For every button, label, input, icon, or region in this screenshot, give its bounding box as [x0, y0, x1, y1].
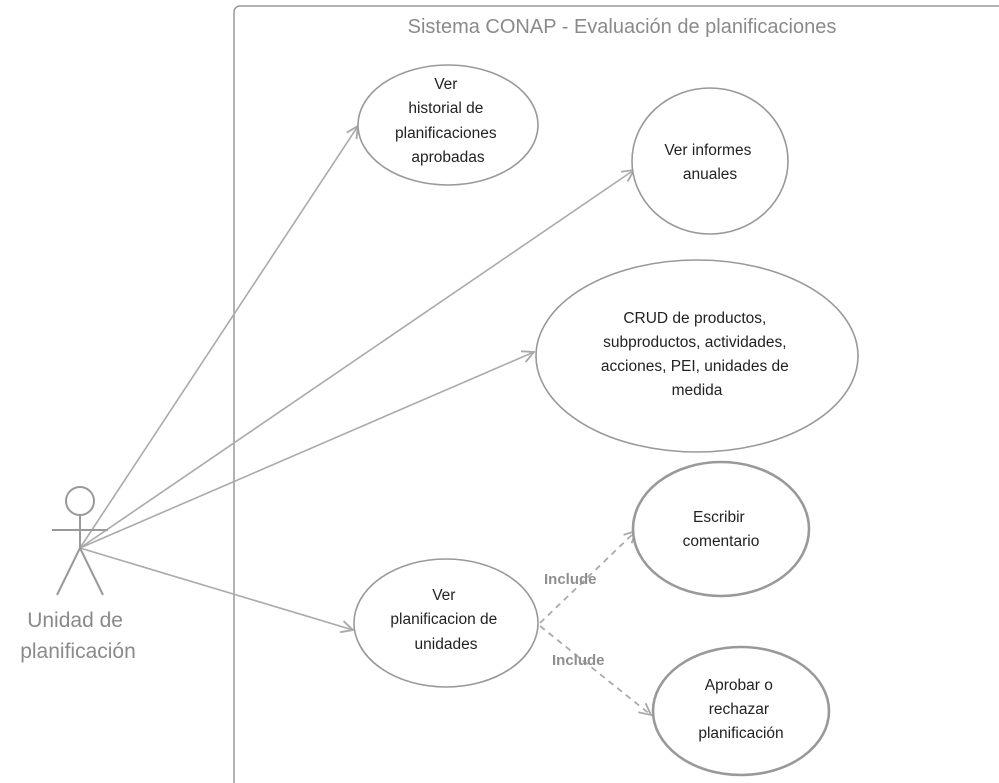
- use-case-historial[interactable]: Ver historial de planificaciones aprobad…: [357, 64, 539, 186]
- actor-left-leg: [56, 547, 81, 596]
- include-relations: [539, 531, 651, 715]
- association-informes: [79, 170, 634, 549]
- use-case-planificacion[interactable]: Ver planificacion de unidades: [353, 558, 539, 688]
- use-case-label: Ver historial de planificaciones aprobad…: [395, 76, 501, 166]
- label-line: Ver: [434, 76, 457, 93]
- actor-figure: [52, 486, 108, 596]
- associations: [79, 126, 634, 630]
- actor-right-leg: [79, 547, 104, 596]
- label-line: acciones, PEI, unidades de: [601, 358, 789, 375]
- label-line: Ver informes: [664, 142, 751, 159]
- label-line: Aprobar o: [705, 677, 773, 694]
- use-case-ellipse: [353, 558, 539, 688]
- use-case-label: Aprobar o rechazar planificación: [698, 677, 783, 742]
- actor-head: [65, 486, 95, 516]
- use-case-ellipse: [631, 87, 789, 235]
- actor-label: Unidad de planificación: [20, 609, 136, 663]
- use-case-ellipse: [631, 460, 811, 598]
- include-line-comentario: [539, 531, 636, 624]
- label-line: comentario: [683, 533, 760, 550]
- use-case-label: Ver planificacion de unidades: [390, 587, 501, 653]
- system-boundary-title: Sistema CONAP - Evaluación de planificac…: [408, 16, 837, 38]
- label-line: aprobadas: [411, 149, 485, 166]
- association-crud: [79, 352, 534, 549]
- include-line-aprobar: [539, 625, 651, 715]
- label-line: planificaciones: [395, 125, 497, 142]
- association-planificacion: [79, 547, 353, 630]
- use-case-ellipse: [357, 64, 539, 186]
- use-case-ellipse: [651, 645, 831, 777]
- use-case-label: Escribir comentario: [683, 509, 760, 550]
- use-case-aprobar[interactable]: Aprobar o rechazar planificación: [651, 645, 831, 777]
- label-line: CRUD de productos,: [623, 310, 766, 327]
- include-label-1: Include: [544, 571, 597, 588]
- label-line: Escribir: [693, 509, 745, 526]
- label-line: planificacion de: [390, 611, 497, 628]
- actor-label-line: planificación: [20, 640, 136, 663]
- label-line: historial de: [408, 100, 483, 117]
- label-line: subproductos, actividades,: [603, 334, 787, 351]
- use-case-label: CRUD de productos, subproductos, activid…: [601, 310, 793, 399]
- label-line: medida: [672, 382, 723, 399]
- use-case-comentario[interactable]: Escribir comentario: [631, 460, 811, 598]
- actor-label-line: Unidad de: [27, 609, 123, 632]
- label-line: anuales: [683, 166, 738, 183]
- use-case-informes[interactable]: Ver informes anuales: [631, 87, 789, 235]
- include-label-2: Include: [552, 652, 605, 669]
- association-historial: [79, 126, 358, 549]
- label-line: rechazar: [709, 701, 769, 718]
- label-line: Ver: [432, 587, 455, 604]
- label-line: planificación: [698, 725, 783, 742]
- label-line: unidades: [415, 636, 478, 653]
- use-case-label: Ver informes anuales: [664, 142, 755, 183]
- use-case-ellipse: [535, 259, 859, 453]
- use-case-crud[interactable]: CRUD de productos, subproductos, activid…: [535, 259, 859, 453]
